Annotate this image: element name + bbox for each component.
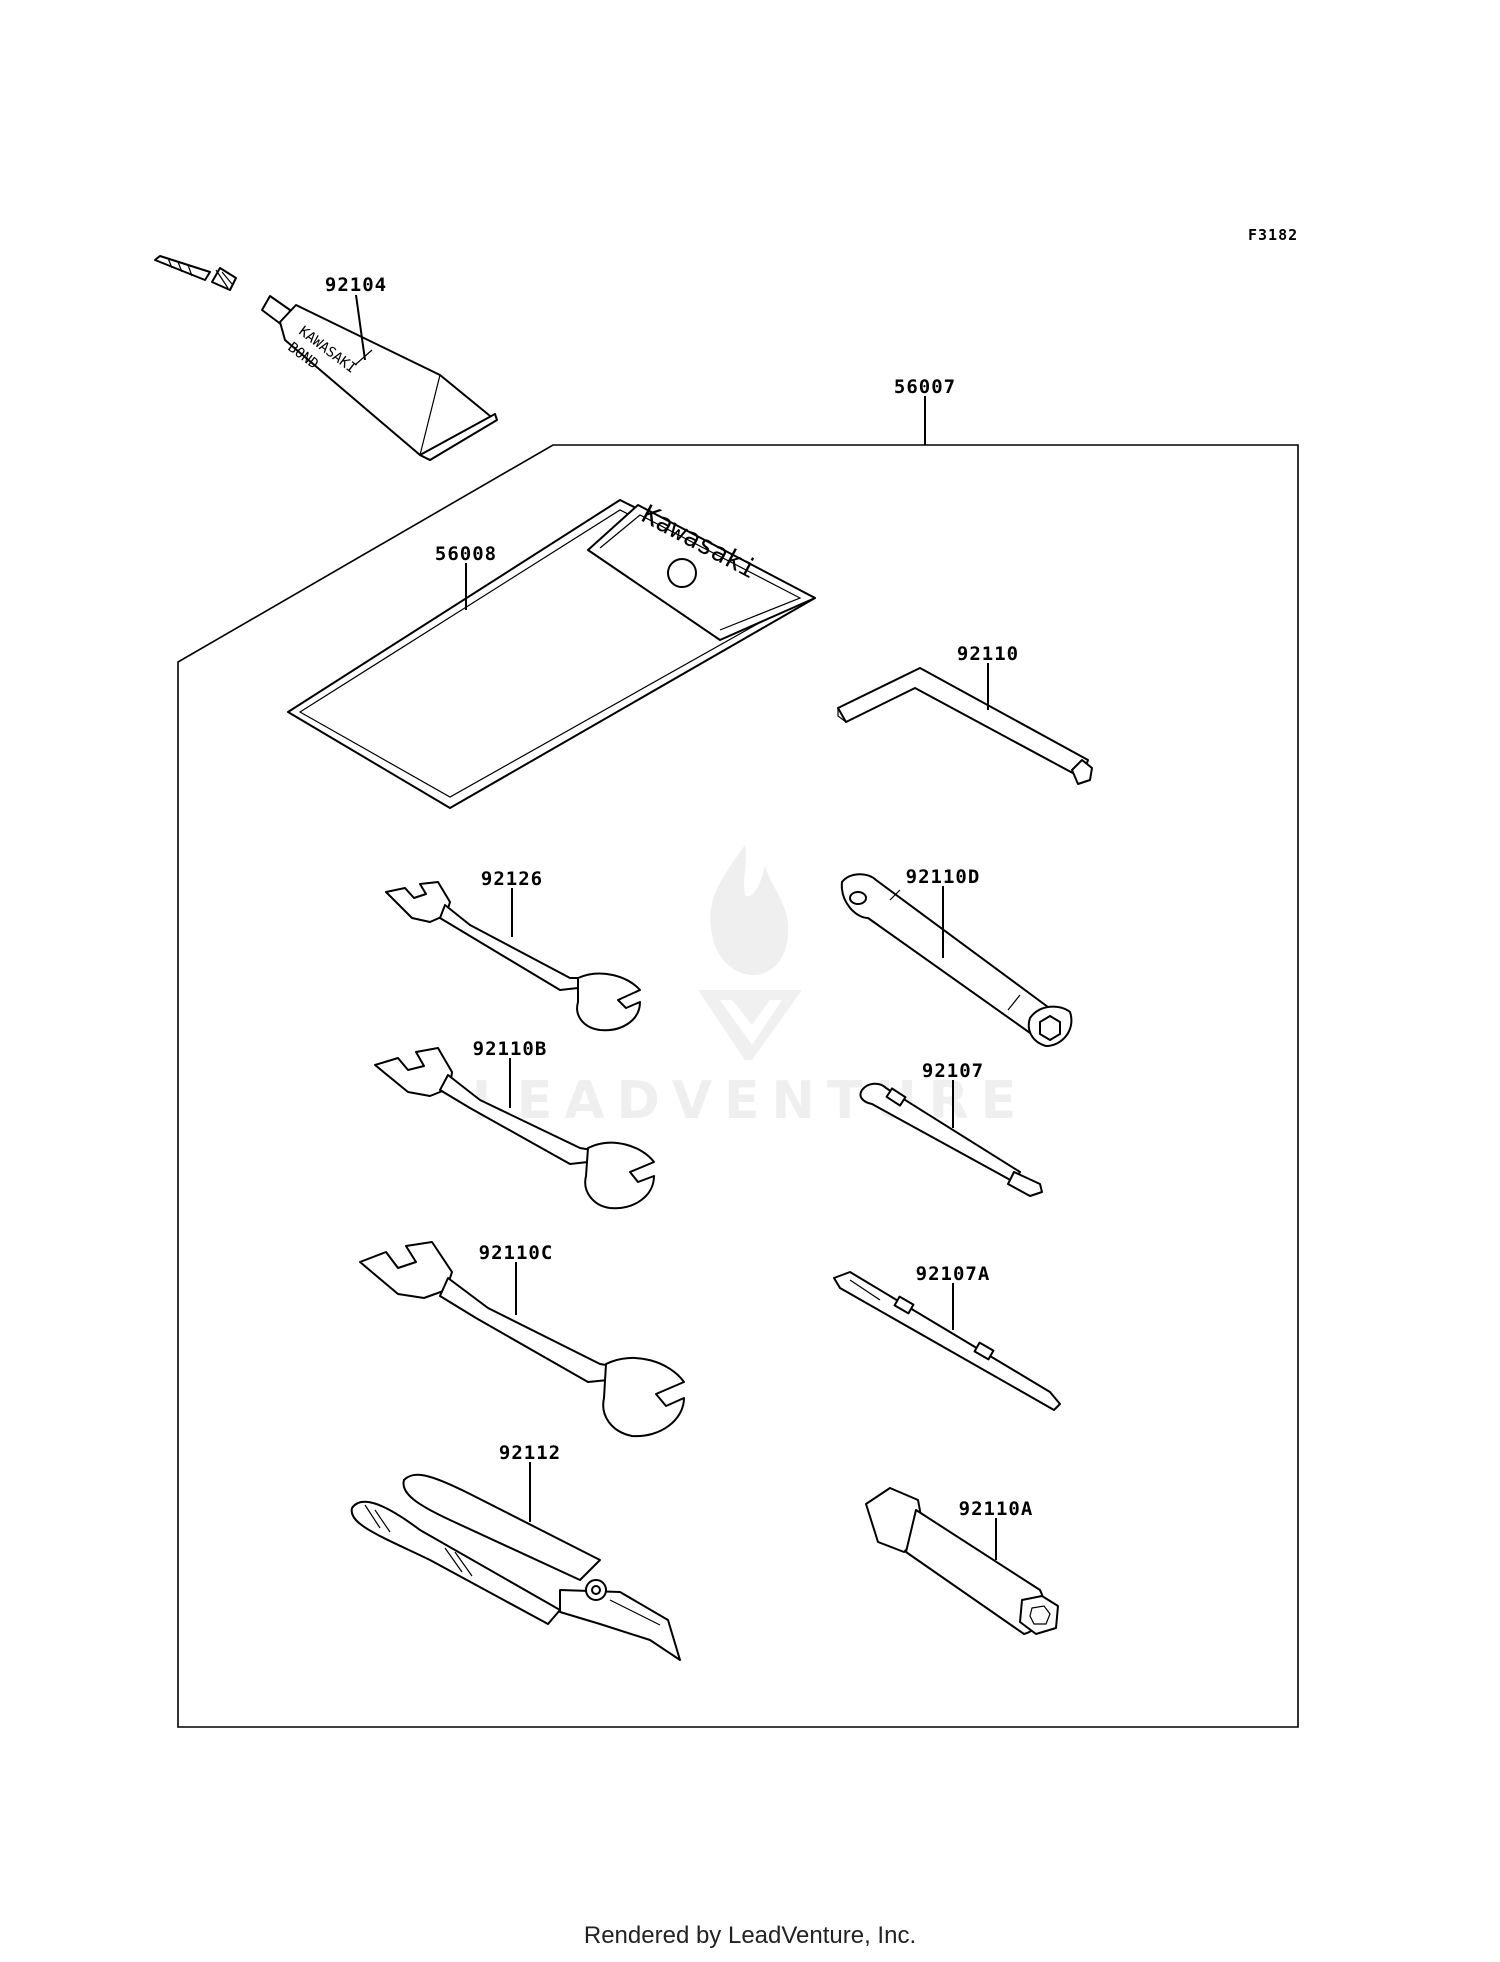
bond-leader xyxy=(355,294,366,361)
ref-code: F3182 xyxy=(1248,226,1298,244)
part-number-92126: 92126 xyxy=(481,868,543,890)
wrench-small xyxy=(385,881,641,1032)
kit-label: 56007 xyxy=(894,376,956,398)
screwdriver-phillips xyxy=(859,1082,1043,1197)
hex-wrench xyxy=(837,667,1093,785)
part-number-92110D: 92110D xyxy=(906,866,981,888)
part-number-92107A: 92107A xyxy=(916,1263,991,1285)
part-number-92112: 92112 xyxy=(499,1442,561,1464)
wrench-large xyxy=(359,1241,685,1438)
part-number-92104: 92104 xyxy=(325,274,387,296)
bond-tube: KAWASAKI BOND xyxy=(154,255,498,461)
pliers xyxy=(350,1473,681,1661)
part-number-92110C: 92110C xyxy=(479,1242,554,1264)
tool-case: Kawasaki xyxy=(287,499,816,809)
v-logo-icon xyxy=(698,990,802,1060)
plug-wrench xyxy=(840,873,1073,1047)
part-number-92110: 92110 xyxy=(957,643,1019,665)
box-wrench xyxy=(865,1487,1059,1635)
part-number-56008: 56008 xyxy=(435,543,497,565)
kit-frame xyxy=(177,444,1299,1728)
part-number-92107: 92107 xyxy=(922,1060,984,1082)
wrench-medium xyxy=(374,1047,655,1210)
screwdriver-combo xyxy=(833,1271,1061,1411)
part-number-92110A: 92110A xyxy=(959,1498,1034,1520)
flame-logo-icon xyxy=(710,845,789,975)
watermark: LEADVENTURE xyxy=(472,845,1016,1131)
footer-credit: Rendered by LeadVenture, Inc. xyxy=(583,1922,917,1949)
part-number-92110B: 92110B xyxy=(473,1038,548,1060)
